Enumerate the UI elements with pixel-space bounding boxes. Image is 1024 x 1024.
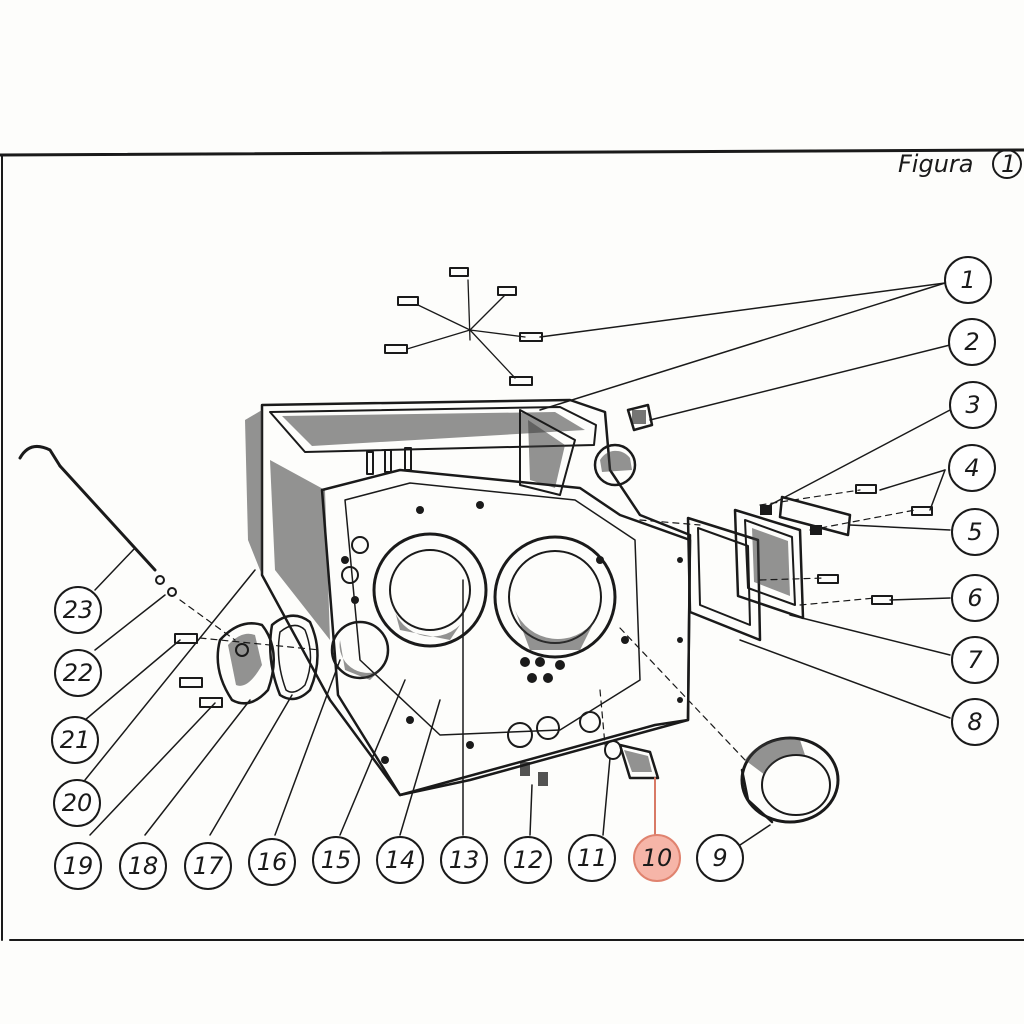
callout-19: 19 (54, 842, 102, 890)
drain-plug-illustration (604, 740, 660, 780)
callout-number: 13 (449, 846, 480, 874)
callout-number: 3 (965, 391, 980, 419)
callout-circle (949, 381, 997, 429)
callout-circle (633, 834, 681, 882)
frame (0, 148, 1024, 941)
callout-number: 5 (967, 518, 982, 546)
callout-17: 17 (184, 842, 232, 890)
callout-22: 22 (54, 649, 102, 697)
callout-12: 12 (504, 836, 552, 884)
callout-number: 22 (63, 659, 94, 687)
callout-number: 4 (964, 454, 979, 482)
housing-holes (341, 501, 683, 764)
callout-circle (54, 842, 102, 890)
callout-number: 17 (193, 852, 224, 880)
callout-number: 23 (63, 596, 94, 624)
callout-10: 10 (633, 834, 681, 882)
callout-number: 10 (642, 844, 673, 872)
callout-7: 7 (951, 636, 999, 684)
callout-number: 1 (960, 266, 975, 294)
dipstick-illustration (18, 444, 177, 597)
callout-13: 13 (440, 836, 488, 884)
callout-circle (951, 508, 999, 556)
callout-number: 19 (63, 852, 94, 880)
callout-2: 2 (948, 318, 996, 366)
callout-1: 1 (944, 256, 992, 304)
callout-4: 4 (948, 444, 996, 492)
figure-number: 1 (1001, 150, 1016, 178)
callout-21: 21 (51, 716, 99, 764)
callout-16: 16 (248, 838, 296, 886)
callout-number: 11 (577, 844, 608, 872)
callout-18: 18 (119, 842, 167, 890)
callout-circle (948, 444, 996, 492)
callout-number: 21 (60, 726, 91, 754)
figure-title: Figura 1 (898, 149, 1022, 179)
callout-circle (119, 842, 167, 890)
callout-15: 15 (312, 836, 360, 884)
callout-number: 14 (385, 846, 416, 874)
bearing-illustration (740, 736, 840, 824)
callout-circle (440, 836, 488, 884)
callout-number: 2 (964, 328, 979, 356)
top-studs-illustration (384, 267, 543, 386)
callout-number: 16 (257, 848, 288, 876)
callout-circle (53, 779, 101, 827)
gearbox-housing-illustration (245, 398, 692, 797)
callout-9: 9 (696, 834, 744, 882)
callout-number: 7 (967, 646, 983, 674)
small-plugs-illustration (520, 762, 548, 786)
callout-circle (951, 698, 999, 746)
callout-number: 18 (128, 852, 159, 880)
side-cover-illustration (174, 614, 319, 708)
leader-lines (84, 282, 951, 856)
cover-plates-illustration (686, 484, 933, 642)
callout-number: 15 (321, 846, 352, 874)
figure-title-text: Figura (898, 150, 974, 178)
callout-circle (504, 836, 552, 884)
callout-3: 3 (949, 381, 997, 429)
callout-circle (51, 716, 99, 764)
housing-top-studs (366, 447, 412, 475)
callout-6: 6 (951, 574, 999, 622)
callout-circle (948, 318, 996, 366)
callout-circle (54, 649, 102, 697)
callout-circle (312, 836, 360, 884)
callout-circle (184, 842, 232, 890)
callout-23: 23 (54, 586, 102, 634)
breather-plug-illustration (626, 403, 654, 432)
callout-8: 8 (951, 698, 999, 746)
assembly-dashed-lines (179, 489, 916, 761)
callout-circle (696, 834, 744, 882)
callout-circle (248, 838, 296, 886)
callout-circle (951, 636, 999, 684)
callout-number: 12 (513, 846, 544, 874)
callout-number: 9 (712, 844, 727, 872)
callout-circle (54, 586, 102, 634)
callout-20: 20 (53, 779, 101, 827)
callout-14: 14 (376, 836, 424, 884)
callout-number: 20 (62, 789, 93, 817)
callout-11: 11 (568, 834, 616, 882)
callout-number: 6 (967, 584, 982, 612)
callout-circle (376, 836, 424, 884)
callout-5: 5 (951, 508, 999, 556)
callout-circle (951, 574, 999, 622)
callout-number: 8 (967, 708, 982, 736)
callout-circle (944, 256, 992, 304)
callout-circle (568, 834, 616, 882)
